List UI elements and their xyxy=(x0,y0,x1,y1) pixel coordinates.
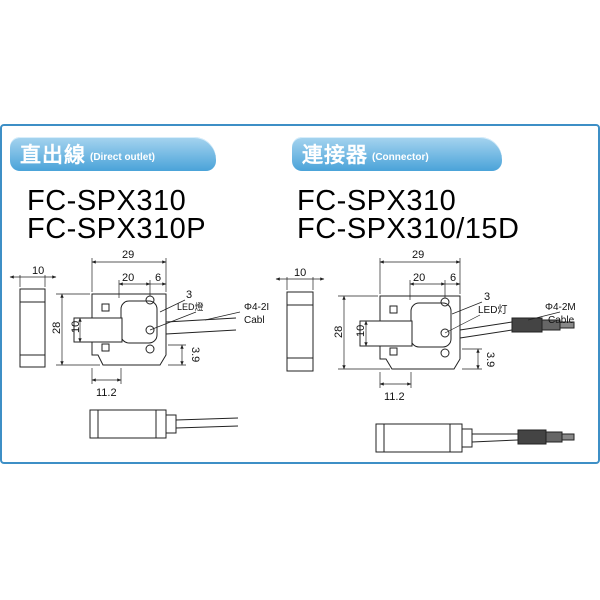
left-dim-28: 28 xyxy=(51,322,63,334)
right-cable-label: Cable xyxy=(548,315,575,326)
right-connector-icon xyxy=(511,317,543,333)
left-dim-29: 29 xyxy=(122,249,134,261)
tab-connector-subtitle: (Connector) xyxy=(372,151,429,163)
right-model-1: FC-SPX310 xyxy=(297,185,457,217)
right-dim-28: 28 xyxy=(333,326,345,338)
right-dim-29: 29 xyxy=(412,249,424,261)
tab-connector: 連接器 (Connector) xyxy=(292,137,502,171)
tab-connector-title: 連接器 xyxy=(302,144,368,167)
right-dim-6: 6 xyxy=(450,272,456,284)
left-cable xyxy=(165,317,237,323)
right-dim-3: 3 xyxy=(484,291,490,303)
left-sensor-body xyxy=(91,293,167,366)
right-cable-size: Φ4-2M xyxy=(545,302,576,313)
right-side-view xyxy=(286,291,314,372)
right-bottom-view xyxy=(375,423,463,453)
left-side-view xyxy=(19,288,46,368)
left-dim-6: 6 xyxy=(155,272,161,284)
right-sensor-body xyxy=(379,295,461,370)
tab-direct-outlet: 直出線 (Direct outlet) xyxy=(10,137,216,171)
right-dim-39: 3.9 xyxy=(484,352,496,367)
left-dimensions-text: 10 29 20 6 3 28 10 3.9 11.2 LED燈 Φ4-2I C… xyxy=(32,249,269,399)
right-model-2: FC-SPX310/15D xyxy=(297,213,520,245)
left-model-1: FC-SPX310 xyxy=(27,185,187,217)
right-led-icon xyxy=(440,328,450,338)
left-sensor-face xyxy=(120,300,158,344)
left-cable-label: Cabl xyxy=(244,315,265,326)
right-dim-20: 20 xyxy=(413,272,425,284)
right-dim-10: 10 xyxy=(294,267,306,279)
tab-direct-outlet-subtitle: (Direct outlet) xyxy=(90,151,155,163)
tab-direct-outlet-title: 直出線 xyxy=(20,144,86,167)
left-dim-39: 3.9 xyxy=(189,347,201,362)
left-drawing xyxy=(9,258,241,439)
left-model-2: FC-SPX310P xyxy=(27,213,207,245)
right-dim-112: 11.2 xyxy=(384,391,405,403)
right-led-label: LED灯 xyxy=(478,304,507,316)
right-dim-10v: 10 xyxy=(355,325,367,337)
right-dimensions-text: 10 29 20 6 3 28 10 3.9 11.2 LED灯 Φ4-2M C… xyxy=(294,249,576,403)
right-drawing xyxy=(275,258,575,453)
right-sensor-face xyxy=(410,302,452,348)
left-dim-3: 3 xyxy=(186,289,192,301)
right-cable xyxy=(459,321,513,331)
left-led-label: LED燈 xyxy=(177,301,204,312)
left-dim-10: 10 xyxy=(32,265,44,277)
left-dim-112: 11.2 xyxy=(96,387,117,399)
left-bottom-view xyxy=(89,409,167,439)
left-dim-10v: 10 xyxy=(70,321,82,333)
left-led-icon xyxy=(145,325,155,335)
left-dim-20: 20 xyxy=(122,272,134,284)
left-cable-size: Φ4-2I xyxy=(244,302,269,313)
